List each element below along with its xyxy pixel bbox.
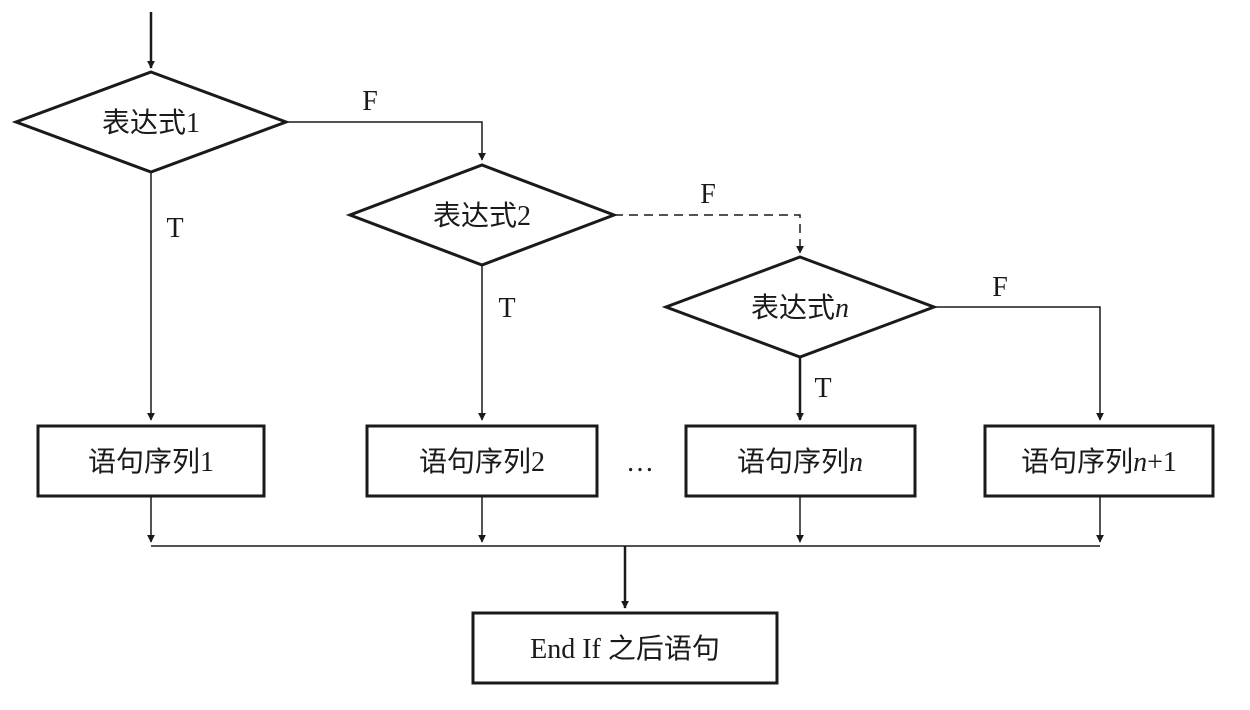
false-label-n: F — [992, 272, 1008, 303]
true-label-n: T — [814, 373, 831, 404]
statement-2-label: 语句序列2 — [419, 446, 545, 478]
statement-n-plus-1: 语句序列n+1 — [983, 424, 1215, 498]
false-line-2 — [614, 214, 804, 254]
decision-2-label: 表达式2 — [433, 200, 531, 232]
decision-1: 表达式1 — [11, 70, 291, 174]
statement-1: 语句序列1 — [36, 424, 266, 498]
statement-1-label: 语句序列1 — [88, 446, 214, 478]
false-label-1: F — [362, 86, 378, 117]
decision-n: 表达式n — [661, 255, 939, 359]
false-line-n — [934, 306, 1104, 421]
false-label-2: F — [700, 179, 716, 210]
merge-connectors — [147, 496, 1104, 609]
statement-n: 语句序列n — [684, 424, 917, 498]
true-label-1: T — [166, 213, 183, 244]
end-box-label: End If 之后语句 — [530, 633, 720, 665]
statement-2: 语句序列2 — [365, 424, 599, 498]
decision-2: 表达式2 — [345, 163, 619, 267]
decision-n-label: 表达式n — [751, 292, 849, 324]
true-label-2: T — [498, 293, 515, 324]
end-box: End If 之后语句 — [471, 611, 779, 685]
decision-1-label: 表达式1 — [102, 107, 200, 139]
statement-n-plus-1-label: 语句序列n+1 — [1021, 446, 1177, 478]
false-line-1 — [286, 121, 486, 161]
statement-n-label: 语句序列n — [737, 446, 863, 478]
ellipsis: … — [626, 447, 654, 478]
